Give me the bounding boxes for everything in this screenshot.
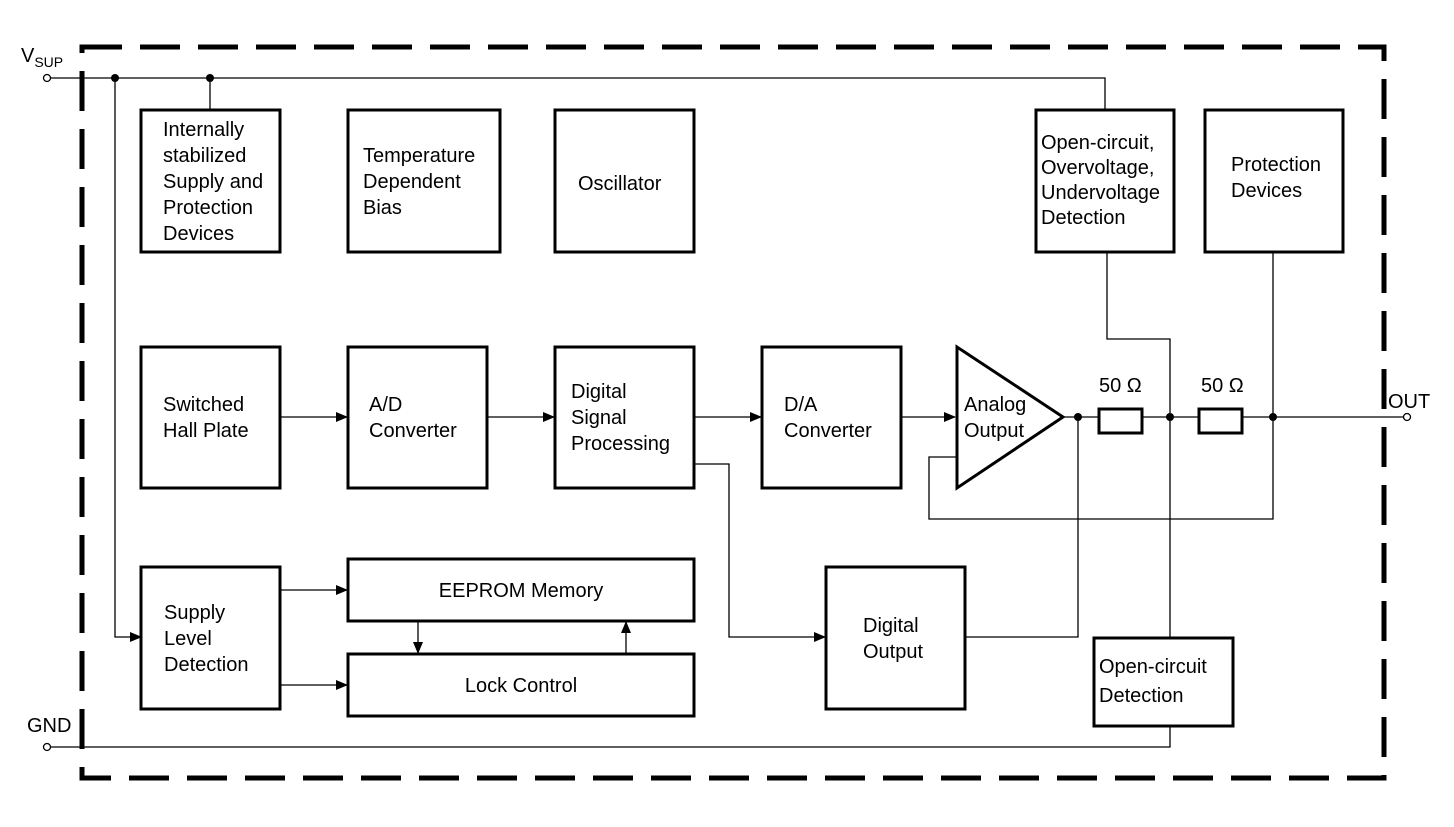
label-line: Open-circuit	[1099, 656, 1207, 678]
protection-devices-block	[1203, 108, 1345, 254]
out-terminal	[1402, 412, 1412, 422]
da-converter-label: D/A Converter	[784, 394, 872, 442]
wires	[49, 77, 1403, 748]
label-line: Supply	[164, 602, 225, 624]
label-line: Converter	[369, 420, 457, 442]
label-line: Digital	[863, 615, 919, 637]
label-line: Output	[964, 420, 1024, 442]
eeprom-block	[346, 557, 696, 623]
junctions	[111, 74, 1277, 421]
da-converter-block	[760, 345, 903, 490]
label-line: Detection	[164, 654, 249, 676]
eeprom-label: EEPROM Memory	[439, 580, 603, 602]
wire-digital-output-to-node	[965, 417, 1079, 638]
label-line: Open-circuit,	[1041, 132, 1154, 154]
lock-control-label: Lock Control	[465, 675, 577, 697]
resistor-1-label: 50 Ω	[1099, 375, 1142, 397]
vsup-terminal	[42, 73, 52, 83]
label-line: A/D	[369, 394, 402, 416]
resistor-1	[1097, 407, 1144, 435]
label-line: Protection	[1231, 154, 1321, 176]
oscillator-block	[553, 108, 696, 254]
label-line: Oscillator	[578, 173, 662, 195]
junction-dot	[1166, 413, 1174, 421]
gnd-terminal	[42, 742, 52, 752]
wire-ovuv-detection	[1106, 252, 1171, 638]
ad-converter-block	[346, 345, 489, 490]
label-line: Level	[164, 628, 212, 650]
label-line: Temperature	[363, 145, 475, 167]
junction-dot	[1269, 413, 1277, 421]
label-line: Analog	[964, 394, 1026, 416]
dsp-block	[553, 345, 696, 490]
wire-dsp-to-digital-output	[694, 463, 826, 642]
out-pin-label: OUT	[1388, 391, 1430, 413]
analog-output-amplifier	[955, 344, 1066, 491]
vsup-to-supply-level	[114, 78, 142, 642]
ad-converter-label: A/D Converter	[369, 394, 457, 442]
label-line: stabilized	[163, 145, 246, 167]
gnd-rail	[49, 726, 1171, 748]
label-line: Processing	[571, 433, 670, 455]
label-line: Undervoltage	[1041, 182, 1160, 204]
junction-dot	[1074, 413, 1082, 421]
label-line: Dependent	[363, 171, 461, 193]
label-line: Lock Control	[465, 675, 577, 697]
label-line: Protection	[163, 197, 253, 219]
label-line: Detection	[1099, 685, 1184, 707]
wire-feedback	[928, 417, 1274, 520]
label-line: Overvoltage,	[1041, 157, 1154, 179]
label-line: EEPROM Memory	[439, 580, 603, 602]
gnd-pin-label: GND	[27, 715, 71, 737]
vsup-pin-label: VSUP	[21, 45, 63, 70]
label-line: Devices	[163, 223, 234, 245]
label-line: D/A	[784, 394, 818, 416]
digital-output-block	[824, 565, 967, 711]
junction-dot	[206, 74, 214, 82]
label-line: Detection	[1041, 207, 1126, 229]
chip-boundary	[79, 44, 1387, 781]
label-line: Converter	[784, 420, 872, 442]
label-line: Devices	[1231, 180, 1302, 202]
resistor-2-label: 50 Ω	[1201, 375, 1244, 397]
label-line: Switched	[163, 394, 244, 416]
label-line: Internally	[163, 119, 244, 141]
oscillator-label: Oscillator	[578, 173, 662, 195]
open-circuit-detection-block	[1092, 636, 1235, 728]
label-line: Digital	[571, 381, 627, 403]
hall-plate-block	[139, 345, 282, 490]
supply-level-detection-block	[139, 565, 282, 711]
vsup-rail	[49, 77, 1106, 110]
temperature-bias-block	[346, 108, 502, 254]
label-line: Supply and	[163, 171, 263, 193]
junction-dot	[111, 74, 119, 82]
resistor-2	[1197, 407, 1244, 435]
label-line: Hall Plate	[163, 420, 249, 442]
label-line: Bias	[363, 197, 402, 219]
label-line: Signal	[571, 407, 627, 429]
supply-protection-block	[139, 108, 282, 254]
lock-control-block	[346, 652, 696, 718]
label-line: Output	[863, 641, 923, 663]
oc-ov-uv-detection-block	[1034, 108, 1176, 254]
